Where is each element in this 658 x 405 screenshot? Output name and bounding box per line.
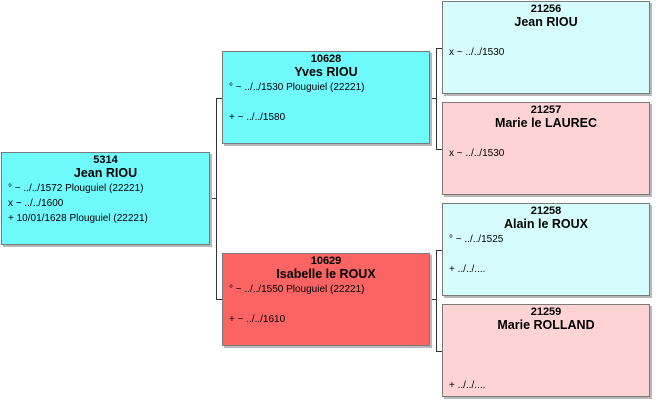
connector-line [436, 48, 442, 49]
birth-event: ° ~ ../../1572 Plouguiel (22221) [8, 183, 144, 194]
death-event: + ../../.... [449, 380, 486, 391]
empty-event [443, 131, 649, 146]
person-id: 21259 [530, 306, 562, 318]
person-card-21256[interactable]: 21256 Jean RIOU x ~ ../../1530 [442, 1, 650, 94]
person-name: Yves RIOU [294, 65, 358, 79]
birth-event: ° ~ ../../1550 Plouguiel (22221) [229, 284, 365, 295]
marriage-event: x ~ ../../1530 [449, 148, 505, 159]
empty-event [443, 333, 649, 348]
connector-line [210, 198, 216, 199]
person-id: 5314 [93, 154, 118, 166]
death-event: + ~ ../../1580 [229, 112, 286, 123]
connector-line [430, 299, 436, 300]
death-event: + ~ ../../1610 [229, 314, 286, 325]
person-name: Marie ROLLAND [497, 318, 595, 332]
connector-line [436, 250, 437, 351]
person-name: Isabelle le ROUX [276, 267, 376, 281]
connector-line [436, 149, 442, 150]
person-card-10628[interactable]: 10628 Yves RIOU ° ~ ../../1530 Plouguiel… [222, 51, 430, 144]
marriage-event: x ~ ../../1530 [449, 47, 505, 58]
person-card-10629[interactable]: 10629 Isabelle le ROUX ° ~ ../../1550 Pl… [222, 253, 430, 346]
connector-line [436, 250, 442, 251]
empty-event [443, 363, 649, 378]
empty-event [443, 247, 649, 262]
death-event: + ../../.... [449, 264, 486, 275]
person-id: 21258 [530, 205, 562, 217]
person-id: 21257 [530, 104, 562, 116]
person-id: 10628 [310, 53, 342, 65]
person-card-21257[interactable]: 21257 Marie le LAUREC x ~ ../../1530 [442, 102, 650, 195]
person-name: Jean RIOU [73, 166, 138, 180]
connector-line [216, 98, 222, 99]
person-card-21259[interactable]: 21259 Marie ROLLAND + ../../.... [442, 304, 650, 397]
connector-line [436, 351, 442, 352]
person-name: Alain le ROUX [503, 217, 589, 231]
person-name: Marie le LAUREC [494, 116, 598, 130]
person-card-21258[interactable]: 21258 Alain le ROUX ° ~ ../../1525 + ../… [442, 203, 650, 296]
birth-event: ° ~ ../../1525 [449, 234, 504, 245]
marriage-event: x ~ ../../1600 [8, 198, 64, 209]
empty-event [223, 95, 429, 110]
empty-event [443, 30, 649, 45]
person-name: Jean RIOU [514, 15, 578, 29]
death-event: + 10/01/1628 Plouguiel (22221) [8, 213, 148, 224]
birth-event: ° ~ ../../1530 Plouguiel (22221) [229, 82, 365, 93]
connector-line [216, 98, 217, 299]
person-id: 21256 [530, 3, 562, 15]
empty-event [443, 348, 649, 363]
empty-event [223, 297, 429, 312]
person-card-5314[interactable]: 5314 Jean RIOU ° ~ ../../1572 Plouguiel … [1, 152, 210, 245]
connector-line [436, 48, 437, 149]
person-id: 10629 [310, 255, 342, 267]
connector-line [430, 98, 436, 99]
connector-line [216, 299, 222, 300]
